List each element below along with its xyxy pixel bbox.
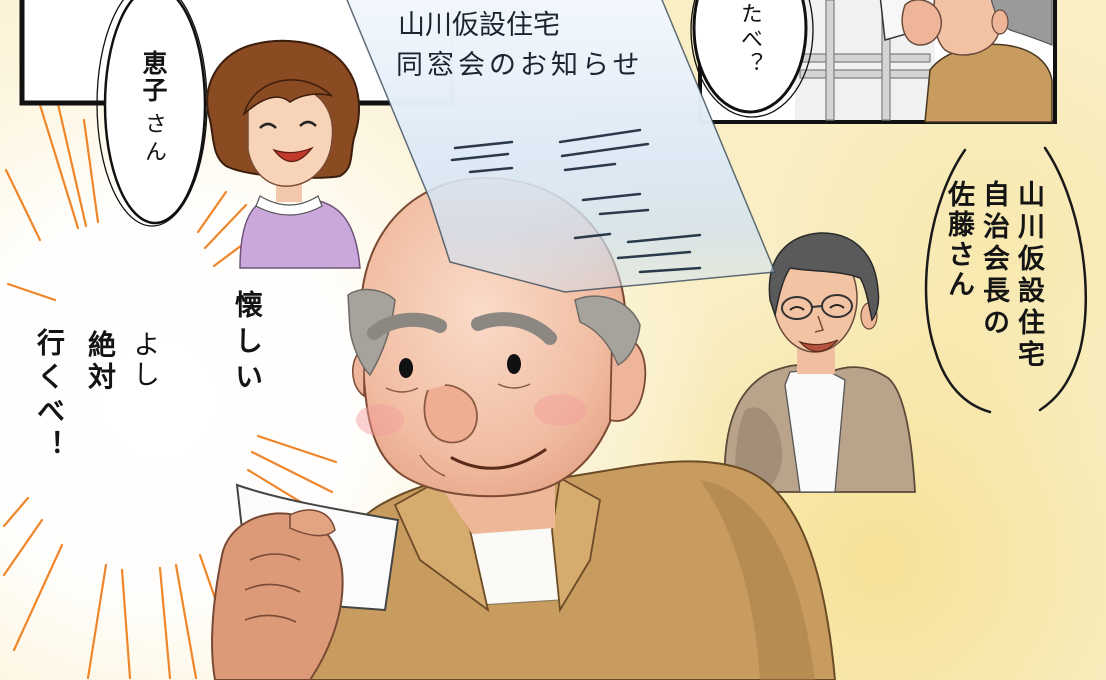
window-bar [799,53,931,63]
shout-line1: よし [128,330,159,390]
burst-line [120,568,132,680]
burst-line [2,496,30,528]
burst-line [256,434,338,464]
old-man-mouth [450,448,547,470]
old-man-left-cheek [356,404,404,436]
burst-line [203,203,248,250]
keiko-figure [206,39,361,269]
bubble-arc-right [1038,146,1088,412]
old-man-shirt-shade [700,480,815,680]
sato-right-eye [829,304,845,309]
sato-nose [814,315,824,333]
letter-sheet [346,0,777,293]
finger-line [249,553,301,561]
keiko-name: 恵子 [139,50,168,104]
letter-line [581,192,642,202]
burst-line [4,168,42,242]
letter-line [563,162,617,172]
burst-line [12,543,64,652]
keiko-mouth [272,146,314,163]
burst-line [2,518,44,577]
old-man-hair-right [574,295,641,367]
letter-line [560,142,650,158]
bubble-arc-left [924,148,992,414]
bubble-fill [103,0,207,225]
shout-line2: 絶対 [84,330,117,394]
burst-line [82,118,100,224]
sato-bubble-line3: 佐藤さん [943,180,974,300]
reader-jacket [924,43,1053,123]
shout-line3: 行くべ！ [33,328,66,464]
keiko-honorific: さん [141,112,166,168]
sato-glasses-left-lens [781,296,813,320]
notice-title-line2: 同窓会のお知らせ [396,50,644,81]
finger-line [244,614,297,623]
window-bar [799,69,931,79]
sato-figure [723,232,916,493]
burst-line [250,450,334,494]
burst-line [6,282,57,302]
sato-hair [768,232,880,322]
sato-bubble-line2: 自治会長の [978,180,1009,340]
sato-speech-bubble [924,146,1088,414]
top-right-speech-bubble [690,0,814,118]
letter-line [453,140,514,150]
old-man-figure [298,176,837,680]
old-man-right-cheek [534,394,586,426]
letter-line [468,166,514,174]
burst-line [56,102,88,228]
letter-text-lines [450,128,702,274]
old-man-left-eyebrow [367,312,447,340]
reader-face [933,0,1001,56]
letter-line [626,233,702,244]
old-man-nose [423,384,478,444]
old-man-right-eye [507,354,521,374]
letter-line [558,128,642,144]
letter-line [616,250,692,260]
finger-line [244,583,301,593]
notice-title-line1: 山川仮設住宅 [398,10,560,41]
letter-line [598,208,650,216]
letter-line [450,152,510,162]
old-man-eye-wrinkle [497,383,531,389]
keiko-bangs [242,79,333,117]
keiko-left-eye [259,122,277,129]
burst-line [86,563,108,680]
sato-mouth [798,339,839,353]
burst-line [174,563,198,680]
reader-ear [991,9,1009,35]
old-man-thumb [289,509,336,537]
sato-left-eye [789,306,805,311]
window-frame-post [825,0,835,121]
old-man-hand-with-paper [211,483,400,680]
keiko-right-eye [299,120,317,127]
old-man-eye-wrinkle [385,387,419,393]
old-man-left-eye [399,358,413,378]
reader-hand [901,0,942,46]
old-man-hand [211,512,344,680]
bubble-fill [692,0,808,114]
old-man-right-eyebrow [471,312,557,345]
top-right-bubble-text: たべ？ [737,2,762,77]
letter-line [638,266,702,274]
sato-glasses-bridge [811,305,823,308]
keiko-bubble-text: 恵子さん [139,50,168,168]
keiko-collar [255,195,323,216]
reunion-notice-letter [346,0,777,293]
burst-line [34,90,80,230]
burst-line [158,566,172,680]
letter-line [573,232,612,240]
bubble-outline [690,0,814,118]
window-frame-post [881,0,891,121]
thought-text: 懐しい [231,290,264,398]
burst-line [196,190,228,234]
sato-bubble-line1: 山川仮設住宅 [1013,180,1044,372]
old-man-smile-line [419,454,446,477]
